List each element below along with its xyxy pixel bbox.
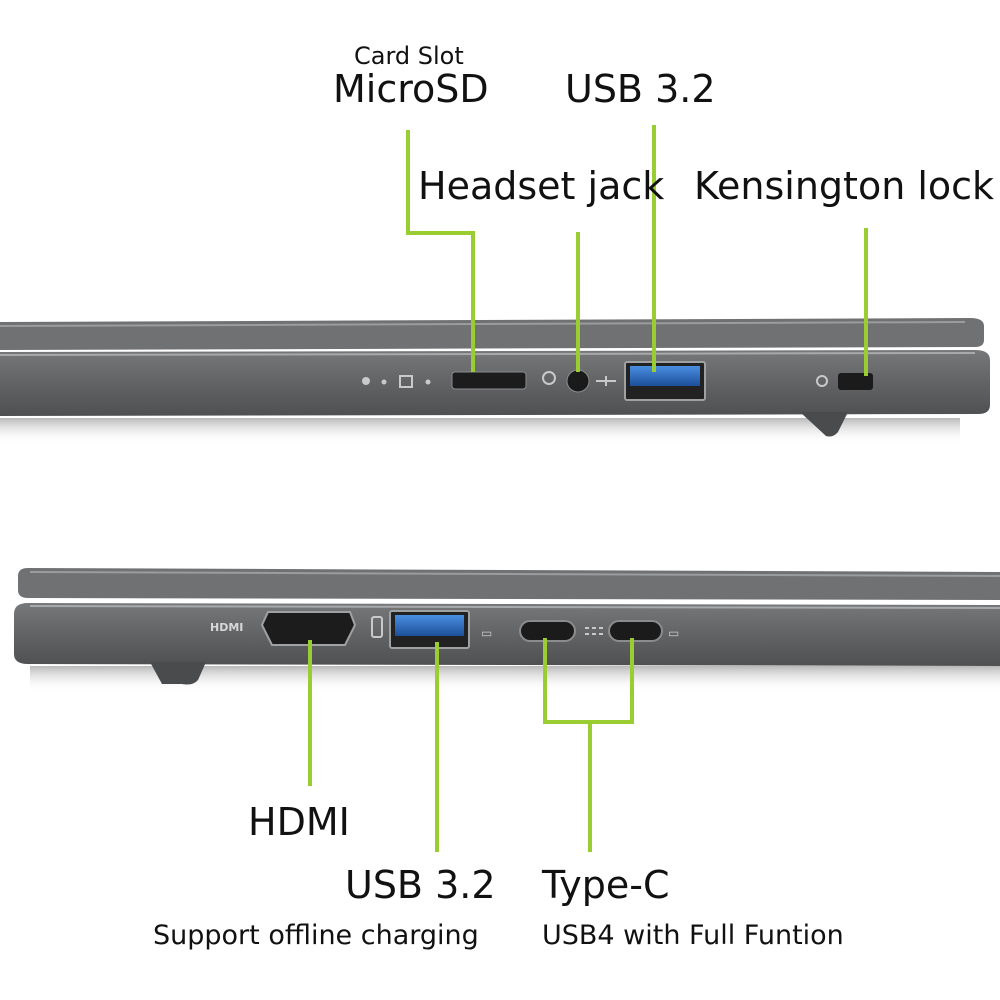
kensington-slot bbox=[838, 373, 873, 390]
typec-label: Type-C bbox=[542, 863, 670, 907]
usb-bottom-note: Support offline charging bbox=[153, 920, 479, 951]
top-laptop-side bbox=[0, 318, 990, 444]
rubber-foot bbox=[800, 412, 848, 437]
led-indicator-icons bbox=[362, 375, 431, 388]
thunderbolt-icon bbox=[585, 627, 603, 635]
microsd-label: MicroSD bbox=[333, 67, 489, 111]
kensington-label: Kensington lock bbox=[694, 164, 995, 208]
rubber-foot bbox=[150, 662, 206, 685]
charging-icon bbox=[371, 616, 383, 638]
headset-label: Headset jack bbox=[418, 164, 665, 208]
usb-c-port-1 bbox=[519, 620, 576, 642]
usb-bottom-label: USB 3.2 bbox=[345, 863, 496, 907]
bottom-laptop-side: ▭ ▭ bbox=[14, 568, 1000, 692]
usb-c-icon: ▭ bbox=[481, 626, 492, 640]
hdmi-port bbox=[260, 611, 357, 646]
card-slot-caption: Card Slot bbox=[354, 42, 464, 70]
typec-leader bbox=[543, 638, 634, 852]
usb-top-label: USB 3.2 bbox=[565, 67, 716, 111]
hdmi-label: HDMI bbox=[248, 800, 350, 844]
headset-icon bbox=[542, 371, 556, 385]
microsd-leader bbox=[406, 130, 475, 372]
headset-jack bbox=[566, 369, 590, 393]
display-icon: ▭ bbox=[668, 626, 679, 640]
lock-icon bbox=[816, 375, 828, 387]
usb-icon bbox=[596, 376, 616, 386]
microsd-slot bbox=[451, 371, 527, 390]
typec-note: USB4 with Full Funtion bbox=[542, 920, 844, 951]
usb-c-port-2 bbox=[608, 620, 663, 642]
leader-lines bbox=[308, 125, 868, 852]
hdmi-logo: HDMI bbox=[210, 621, 244, 634]
